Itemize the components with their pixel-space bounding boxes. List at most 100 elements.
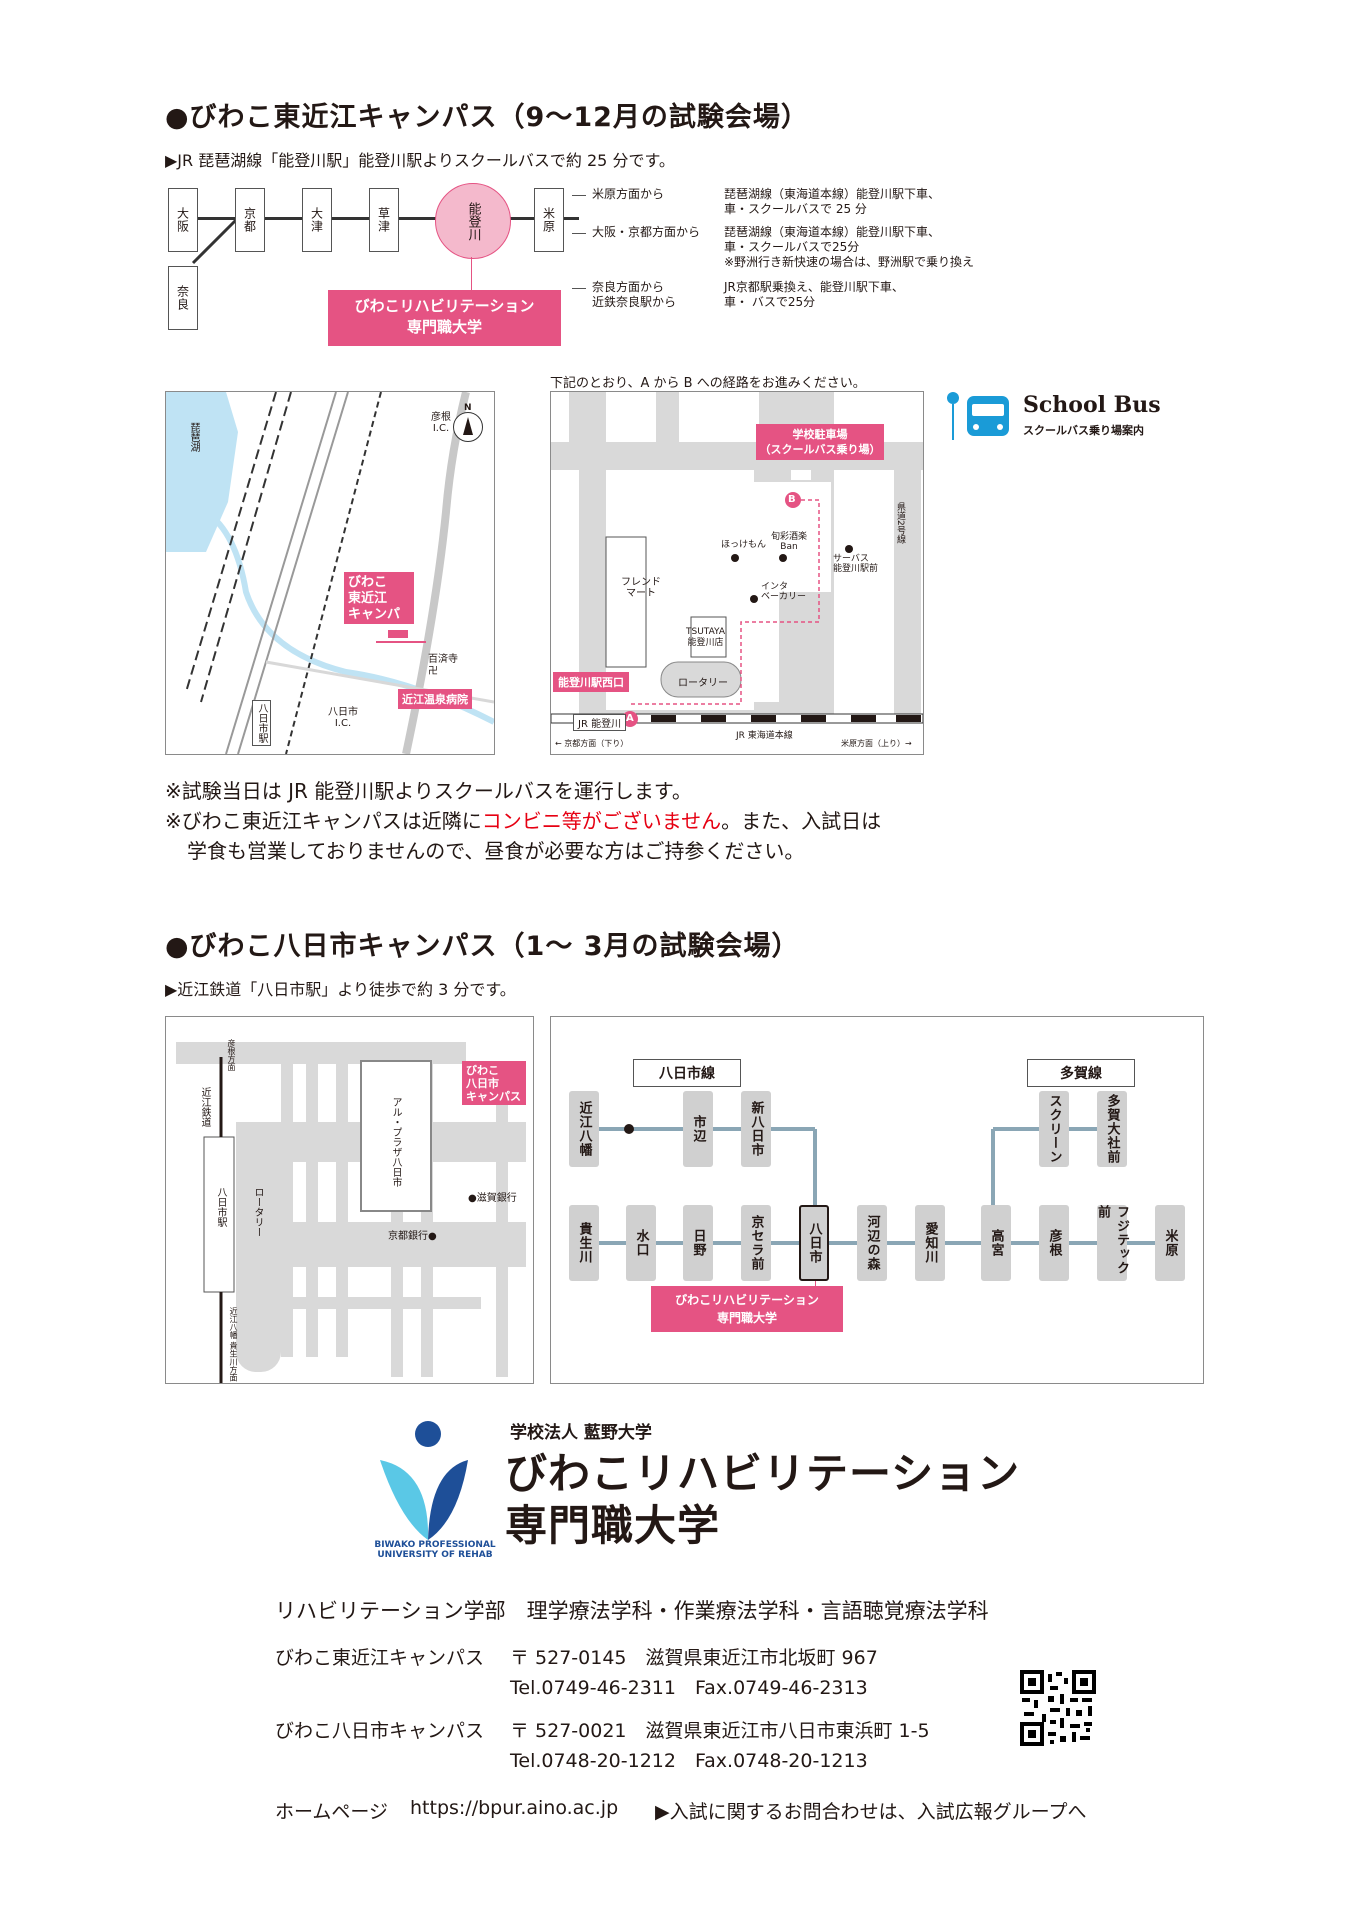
point-b: B: [788, 494, 796, 505]
school-label-line1: びわこリハビリテーション: [354, 297, 535, 315]
jr-notogawa-label: JR 能登川: [573, 714, 627, 731]
station-taga-taisha-mae: 多賀大社前: [1097, 1091, 1127, 1167]
temple-icon: 卍: [428, 666, 438, 677]
station-maibara: 米原: [534, 188, 564, 252]
parking-label: 学校駐車場 （スクールバス乗り場）: [756, 424, 884, 460]
note-1: ※試験当日は JR 能登川駅よりスクールバスを運行します。: [165, 779, 692, 803]
route-from-osaka: 大阪・京都方面から: [592, 225, 701, 239]
station-fujitec-mae: フジテック前: [1095, 1205, 1129, 1281]
university-logo: BIWAKO PROFESSIONAL UNIVERSITY OF REHAB: [370, 1420, 500, 1560]
temple-name: 百済寺: [428, 654, 458, 665]
hikone-direction: 彦根方面: [227, 1039, 236, 1071]
bus-stop-icon: [947, 392, 959, 404]
campus-label-2: 東近江: [348, 591, 388, 606]
school-label-rail: びわこリハビリテーション 専門職大学: [651, 1286, 843, 1332]
station-minakuchi: 水口: [626, 1205, 656, 1281]
bakery-label: インタ ベーカリー: [761, 582, 806, 602]
station-omi-hachiman: 近江八幡: [569, 1091, 599, 1167]
campus2-name: びわこ八日市キャンパス: [275, 1720, 485, 1742]
ic-hikone: 彦根 I.C.: [431, 412, 451, 434]
ic-yokaichi: 八日市 I.C.: [328, 707, 358, 729]
note-3: 学食も営業しておりませんので、昼食が必要な方はご持参ください。: [187, 839, 805, 863]
map-notice: 下記のとおり、A から B への経路をお進みください。: [550, 376, 866, 391]
ban-2: Ban: [780, 542, 798, 552]
west-exit-label: 能登川駅西口: [553, 672, 629, 692]
logo-en-1: BIWAKO PROFESSIONAL: [374, 1540, 496, 1550]
station-nara: 奈良: [168, 266, 198, 330]
campus-label-3: キャンパス: [348, 607, 401, 638]
route-desc-osaka-2: 車・スクールバスで25分: [724, 240, 860, 254]
homepage-url[interactable]: https://bpur.aino.ac.jp: [410, 1797, 619, 1819]
station-map: 学校駐車場 （スクールバス乗り場） B A 能登川駅西口 JR 能登川 フレンド…: [550, 391, 924, 755]
station-shin-yokaichi: 新八日市: [741, 1091, 771, 1167]
university-name-2: 専門職大学: [505, 1501, 721, 1550]
campus3-2: 八日市: [466, 1077, 499, 1090]
rotary3-label: ロータリー: [252, 1187, 263, 1237]
ic-yokaichi-2: I.C.: [334, 718, 352, 729]
servas-label: サーバス 能登川駅前: [833, 554, 878, 574]
note-2: ※びわこ東近江キャンパスは近隣にコンビニ等がございません。また、入試日は: [165, 806, 881, 836]
route-desc-osaka-3: ※野洲行き新快速の場合は、野洲駅で乗り換え: [724, 255, 975, 269]
station-screen: スクリーン: [1039, 1091, 1069, 1167]
station-kyocera-mae: 京セラ前: [741, 1205, 771, 1281]
campus2-tel: Tel.0748-20-1212 Fax.0748-20-1213: [510, 1750, 868, 1772]
station-hikone: 彦根: [1039, 1205, 1069, 1281]
note-2-red: コンビニ等がございません: [481, 809, 722, 833]
jr-line-label: JR 東海道本線: [736, 731, 793, 741]
bus-icon: [967, 396, 1009, 436]
yokaichi-line-label: 八日市線: [633, 1059, 741, 1087]
yokaichi-station: 八日市駅: [252, 700, 271, 746]
logo-text: BIWAKO PROFESSIONAL UNIVERSITY OF REHAB: [370, 1540, 500, 1560]
north-icon: N: [453, 403, 483, 442]
school-bus-subtitle: スクールバス乗り場案内: [1023, 424, 1144, 437]
section1-lead: ▶JR 琵琶湖線「能登川駅」能登川駅よりスクールバスで約 25 分です。: [165, 151, 675, 170]
campus3-3: キャンパス: [466, 1090, 521, 1103]
section1-title: ●びわこ東近江キャンパス（9〜12月の試験会場）: [165, 102, 809, 133]
station-hino: 日野: [683, 1205, 713, 1281]
ic-yokaichi-1: 八日市: [328, 707, 358, 718]
logo-en-2: UNIVERSITY OF REHAB: [377, 1550, 493, 1560]
route-desc-maibara-1: 琵琶湖線（東海道本線）能登川駅下車、: [724, 187, 941, 201]
campus1-name: びわこ東近江キャンパス: [275, 1647, 485, 1669]
yokaichi-station-label: 八日市駅: [215, 1187, 226, 1227]
bottom-direction: 近江八幡 貴生川方面: [229, 1307, 238, 1382]
route-desc-osaka-1: 琵琶湖線（東海道本線）能登川駅下車、: [724, 225, 941, 239]
tsutaya-label: TSUTAYA 能登川店: [686, 627, 725, 649]
campus-label-1: びわこ: [348, 575, 388, 590]
school-rail-2: 専門職大学: [716, 1311, 777, 1325]
school-label-box: びわこリハビリテーション 専門職大学: [328, 290, 561, 346]
lake-biwa: [166, 392, 238, 552]
kendo-label: 県道2号線: [895, 502, 905, 544]
campus2-address: 〒 527-0021 滋賀県東近江市八日市東浜町 1-5: [510, 1720, 930, 1742]
servas-2: 能登川駅前: [833, 564, 879, 574]
campus3-1: びわこ: [466, 1064, 499, 1077]
taga-line-label: 多賀線: [1027, 1059, 1135, 1087]
ic-hikone-1: 彦根: [431, 412, 451, 423]
station-notogawa: 能登川: [435, 183, 511, 259]
servas-1: サーバス: [833, 554, 869, 564]
hokkemon-label: ほっけもん: [721, 540, 767, 550]
route-desc-maibara-2: 車・スクールバスで 25 分: [724, 202, 867, 216]
route-from-nara-2: 近鉄奈良駅から: [592, 295, 677, 309]
bakery-1: インタ: [761, 582, 789, 592]
corp-name: 学校法人 藍野大学: [510, 1423, 652, 1443]
maibara-direction: 米原方面（上り）→: [841, 739, 912, 748]
school-rail-1: びわこリハビリテーション: [675, 1293, 819, 1307]
bakery-2: ベーカリー: [761, 592, 807, 602]
area-map: 琵琶湖 彦根 I.C. N びわこ 東近江 キャンパス 百済寺 卍 近江温泉病院…: [165, 391, 495, 755]
note-2-a: ※びわこ東近江キャンパスは近隣に: [165, 809, 482, 833]
station-kusatsu: 草津: [369, 188, 399, 252]
section2-lead: ▶近江鉄道「八日市駅」より徒歩で約 3 分です。: [165, 980, 516, 999]
kyoto-bank-label: 京都銀行●: [388, 1231, 437, 1242]
qr-code-icon[interactable]: [1020, 1670, 1096, 1746]
friend-mart-label: フレンド マート: [621, 577, 661, 599]
station-ichinobe: 市辺: [683, 1091, 713, 1167]
faculty-line: リハビリテーション学部 理学療法学科・作業療法学科・言語聴覚療法学科: [275, 1599, 989, 1623]
hospital-label: 近江温泉病院: [398, 689, 472, 709]
parking-line2: （スクールバス乗り場）: [759, 443, 881, 456]
rotary-label: ロータリー: [678, 678, 728, 689]
route-branch-line: [191, 217, 239, 265]
ban-label: 旬彩酒楽 Ban: [771, 532, 807, 552]
ohmi-rail-label: 近江鉄道: [199, 1087, 210, 1127]
station-echigawa: 愛知川: [915, 1205, 945, 1281]
